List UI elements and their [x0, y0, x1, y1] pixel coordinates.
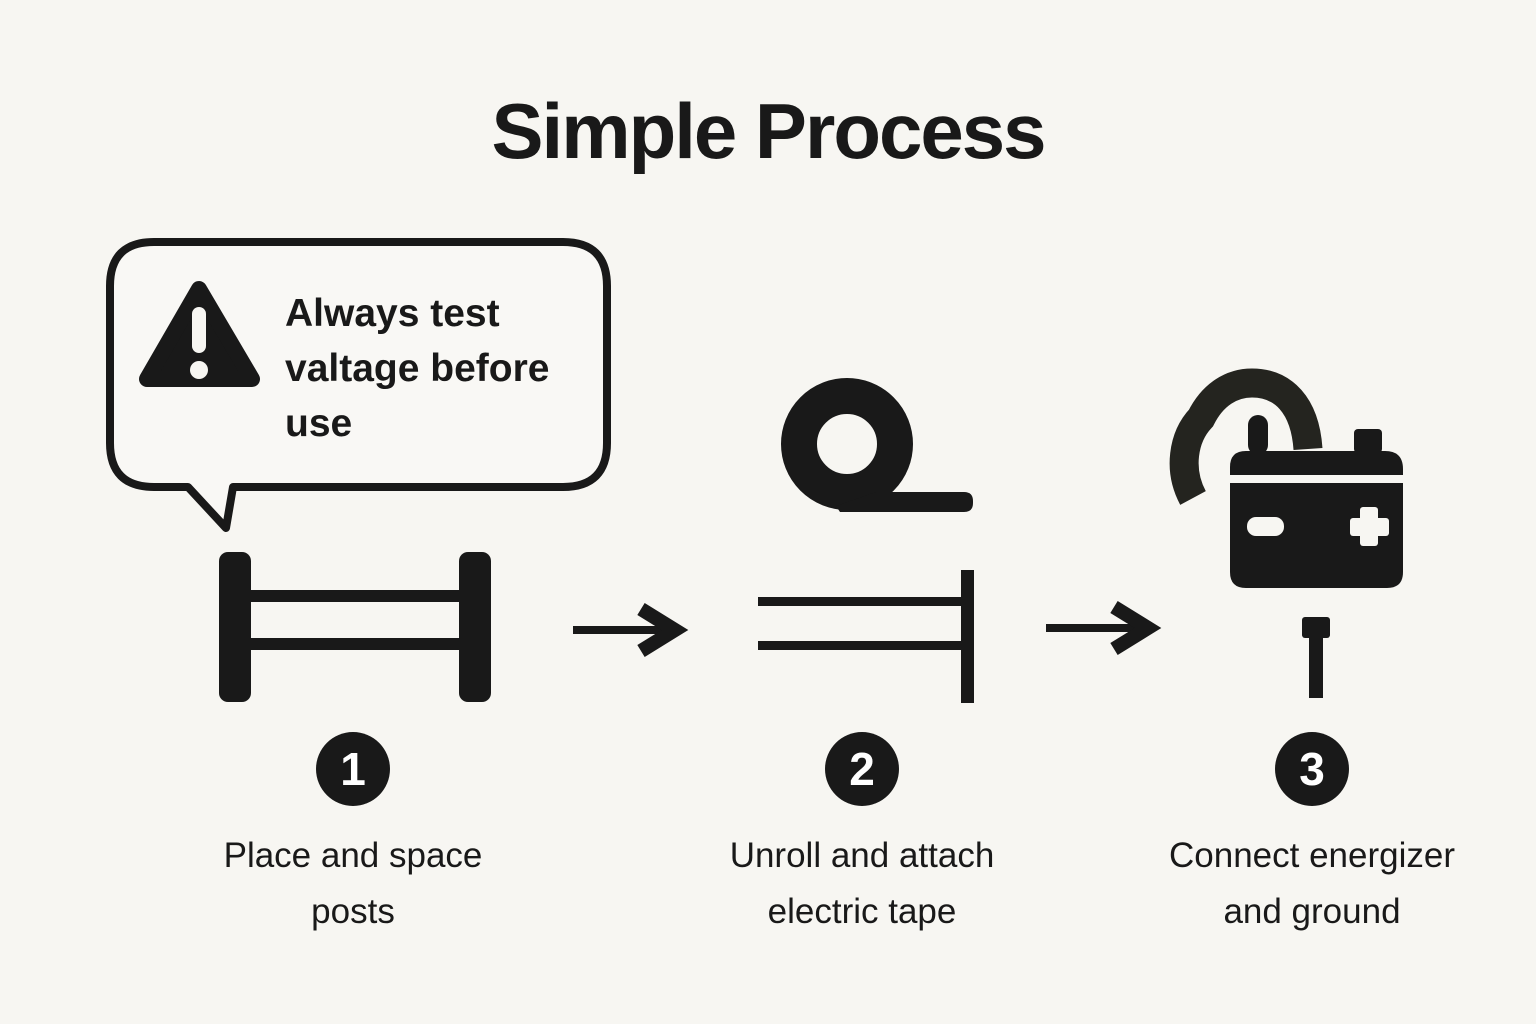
step-3-caption-line-1: Connect energizer: [1169, 836, 1455, 875]
step-1-caption-line-1: Place and space: [223, 836, 483, 875]
ground-rod-icon: [1302, 617, 1330, 638]
tape-roll-icon: [781, 378, 973, 512]
step-1-caption-line-2: posts: [311, 892, 395, 931]
callout-line-2: valtage before: [285, 347, 550, 390]
step-2-number: 2: [849, 743, 875, 795]
tape-lines-post-icon: [758, 570, 974, 703]
page-title: Simple Process: [491, 87, 1047, 175]
callout-line-1: Always test: [285, 292, 500, 335]
right-arrow-icon: [573, 603, 689, 657]
step-1-number: 1: [340, 743, 366, 795]
step-2-badge: 2: [825, 732, 899, 806]
callout-line-3: use: [285, 402, 353, 445]
step-1-caption: Place and space posts: [153, 828, 553, 940]
battery-energizer-icon: [1169, 368, 1403, 698]
step-3-caption-line-2: and ground: [1223, 892, 1401, 931]
speech-bubble: [106, 238, 611, 532]
callout-text: Always test valtage before use: [285, 286, 605, 451]
warning-triangle-icon: [139, 281, 260, 387]
step-1-badge: 1: [316, 732, 390, 806]
right-arrow-icon: [1046, 601, 1162, 655]
step-3-caption: Connect energizer and ground: [1082, 828, 1536, 940]
fence-posts-icon: [219, 552, 491, 702]
step-2-caption: Unroll and attach electric tape: [642, 828, 1082, 940]
step-2-caption-line-1: Unroll and attach: [729, 836, 995, 875]
step-3-badge: 3: [1275, 732, 1349, 806]
step-2-caption-line-2: electric tape: [767, 892, 957, 931]
step-3-number: 3: [1299, 743, 1325, 795]
